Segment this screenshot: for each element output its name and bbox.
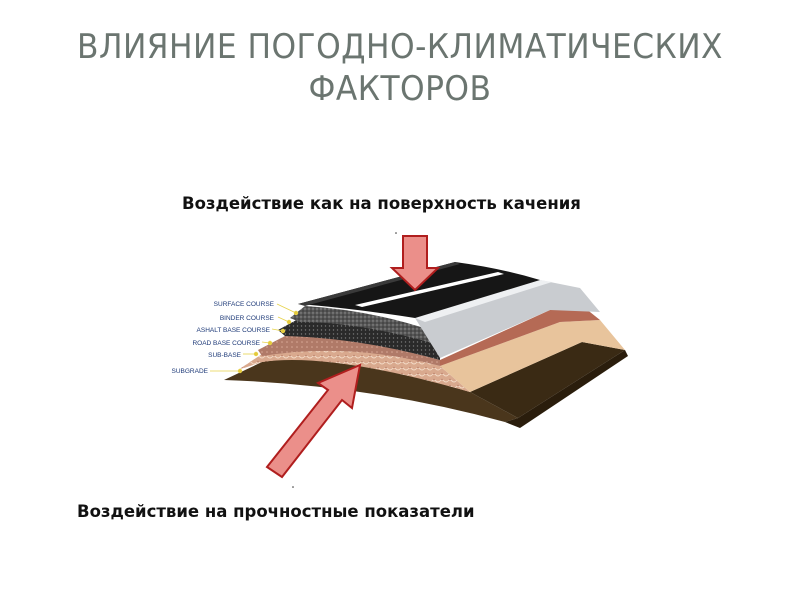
label-binder-course: BINDER COURSE — [220, 315, 275, 322]
label-asphalt-base-course: ASHALT BASE COURSE — [197, 327, 271, 334]
shoulder — [415, 280, 600, 358]
slide-title: ВЛИЯНИЕ ПОГОДНО-КЛИМАТИЧЕСКИХ ФАКТОРОВ — [32, 26, 768, 110]
layer-asphalt-base-course — [278, 318, 440, 360]
strength-impact-arrow-icon — [265, 363, 362, 488]
title-line-2: ФАКТОРОВ — [308, 69, 492, 109]
layer-labels: SURFACE COURSE BINDER COURSE ASHALT BASE… — [172, 301, 275, 375]
layer-binder-course — [290, 306, 440, 345]
label-sub-base: SUB-BASE — [208, 352, 242, 359]
caption-strength-impact: Воздействие на прочностные показатели — [77, 502, 475, 521]
layer-road-base-course — [258, 308, 600, 366]
layer-subgrade — [224, 342, 628, 428]
caption-surface-impact: Воздействие как на поверхность качения — [182, 194, 581, 213]
surface-impact-arrow-icon — [389, 232, 441, 292]
title-line-1: ВЛИЯНИЕ ПОГОДНО-КЛИМАТИЧЕСКИХ — [77, 27, 723, 67]
label-surface-course: SURFACE COURSE — [214, 301, 275, 308]
layer-leader-lines — [210, 303, 299, 374]
label-subgrade: SUBGRADE — [172, 368, 209, 375]
label-road-base-course: ROAD BASE COURSE — [192, 340, 260, 347]
